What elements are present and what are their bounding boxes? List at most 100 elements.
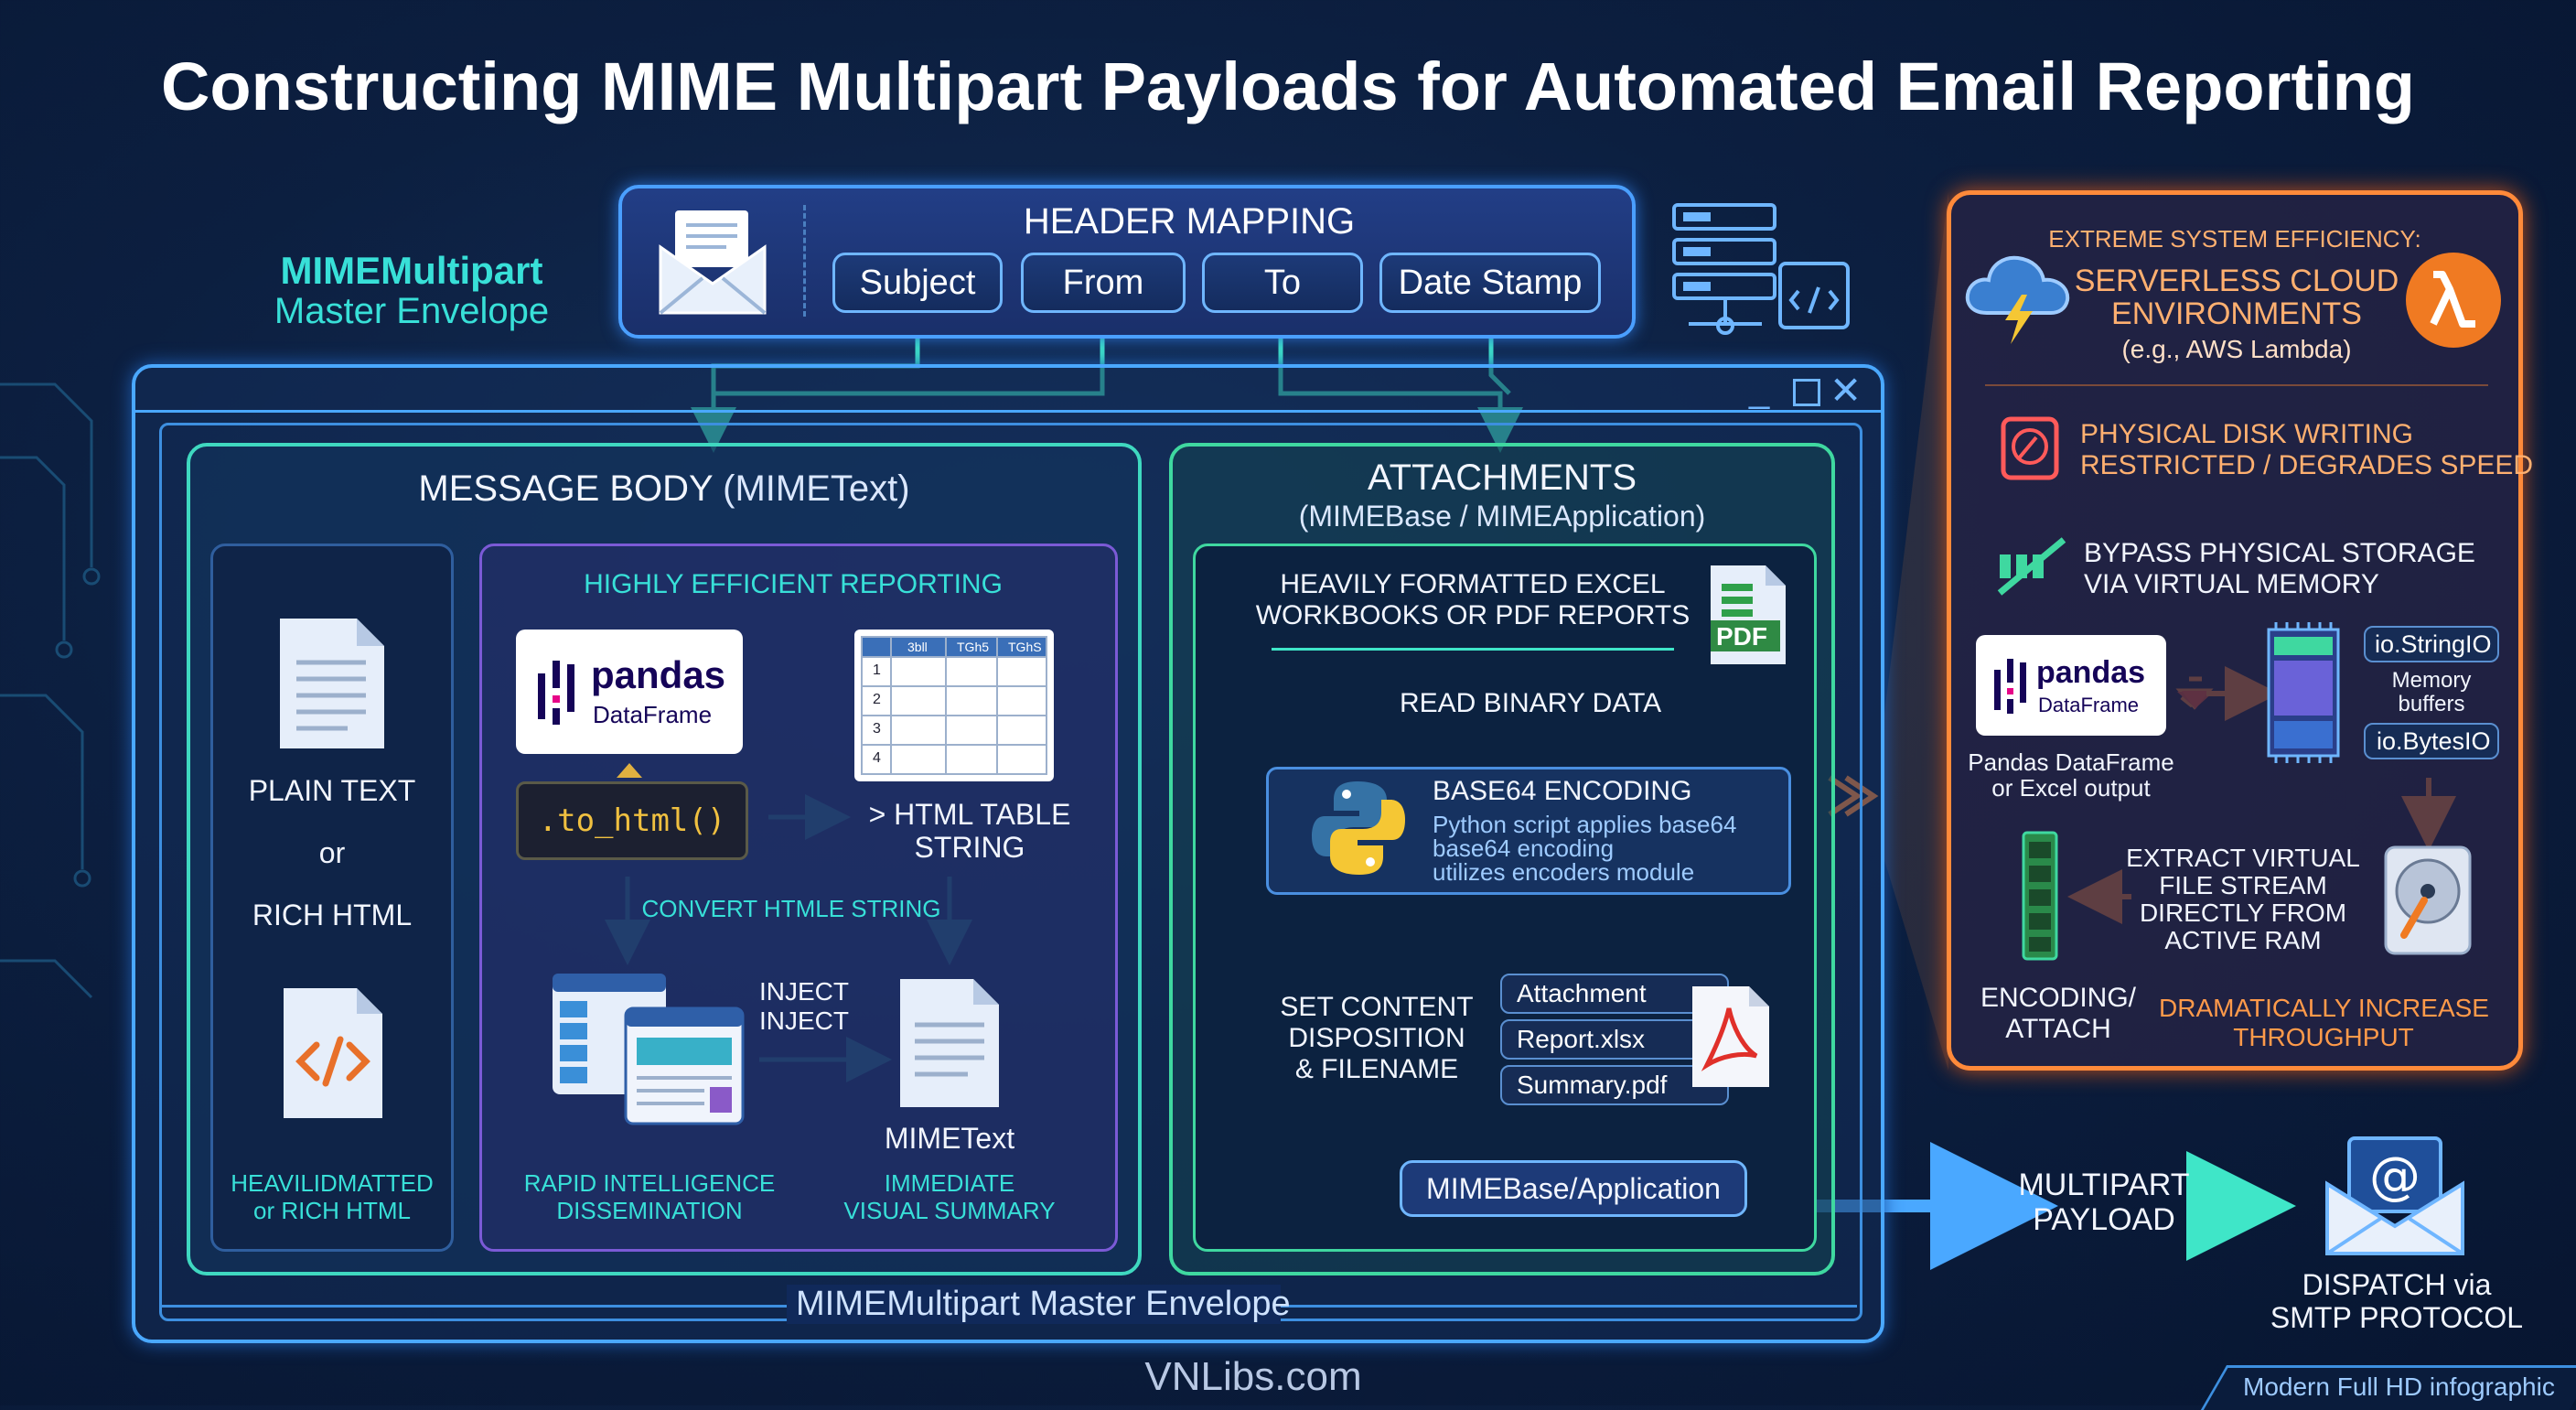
file-chip-attachment[interactable]: Attachment	[1500, 974, 1729, 1014]
mail-open-icon	[657, 205, 768, 317]
table-row-2: 2	[873, 692, 881, 707]
base64-line1: Python script applies base64	[1433, 811, 1737, 838]
site-watermark: VNLibs.com	[1144, 1354, 1362, 1399]
attachments-subtitle: (MIMEBase / MIMEApplication)	[1298, 500, 1706, 533]
base64-line3: utilizes encoders module	[1433, 858, 1695, 886]
excel-underline	[1272, 648, 1674, 651]
to-html-method-text: .to_html()	[538, 802, 726, 839]
inject-line2: INJECT	[759, 1006, 849, 1035]
encoding-attach-line2: ATTACH	[2005, 1014, 2111, 1044]
table-row-4: 4	[873, 750, 881, 766]
email-at-icon: @	[2324, 1135, 2466, 1257]
message-body-title: MESSAGE BODY (MIMEText)	[187, 468, 1142, 510]
excel-line2: WORKBOOKS OR PDF REPORTS	[1255, 600, 1690, 630]
html-table-line2: STRING	[914, 831, 1025, 864]
excel-line1: HEAVILY FORMATTED EXCEL	[1280, 569, 1666, 599]
throughput-line1: DRAMATICALLY INCREASE	[2159, 994, 2489, 1022]
base64-title: BASE64 ENCODING	[1433, 776, 1692, 806]
file-chip-summary-pdf[interactable]: Summary.pdf	[1500, 1065, 1729, 1105]
serverless-note: (e.g., AWS Lambda)	[2121, 335, 2352, 363]
extract-line4: ACTIVE RAM	[2164, 926, 2322, 954]
caption-immediate-line2: VISUAL SUMMARY	[843, 1197, 1056, 1224]
header-field-to[interactable]: To	[1202, 253, 1363, 313]
caption-immediate-line1: IMMEDIATE	[884, 1169, 1015, 1197]
file-chip-report-xlsx[interactable]: Report.xlsx	[1500, 1019, 1729, 1060]
efficiency-pandas-icon	[1994, 659, 2026, 714]
pandas-icon	[538, 661, 574, 725]
server-code-icon	[1670, 199, 1853, 337]
content-disposition-line1: SET CONTENT	[1280, 992, 1474, 1022]
caption-rapid-line1: RAPID INTELLIGENCE	[523, 1169, 776, 1197]
efficiency-heading: EXTREME SYSTEM EFFICIENCY:	[2048, 225, 2421, 253]
minimize-icon[interactable]: _	[1749, 370, 1770, 410]
close-icon[interactable]: ✕	[1830, 369, 1862, 412]
inject-line1: INJECT	[759, 977, 849, 1006]
extract-line1: EXTRACT VIRTUAL	[2126, 844, 2360, 872]
base64-line2: base64 encoding	[1433, 834, 1615, 862]
document-icon	[274, 615, 390, 752]
pandas-logo-card: pandas DataFrame	[516, 630, 743, 754]
to-html-method[interactable]: .to_html()	[516, 781, 748, 860]
footer-note: Modern Full HD infographic	[2243, 1372, 2555, 1401]
convert-label: CONVERT HTMLE STRING	[641, 895, 941, 922]
efficiency-pandas-caption-line1: Pandas DataFrame	[1968, 748, 2174, 776]
disk-icon	[2000, 415, 2060, 481]
extract-line3: DIRECTLY FROM	[2139, 899, 2347, 927]
browser-windows-icon	[549, 970, 750, 1144]
caption-rapid-line2: DISSEMINATION	[556, 1197, 743, 1224]
mimetext-document-icon	[895, 975, 1004, 1111]
envelope-label-line2: Master Envelope	[274, 291, 550, 331]
pdf-badge: PDF	[1716, 622, 1767, 651]
multipart-line2: PAYLOAD	[2033, 1202, 2175, 1237]
content-disposition-line3: & FILENAME	[1294, 1054, 1459, 1084]
efficiency-pandas-caption-line2: or Excel output	[1991, 774, 2151, 802]
acrobat-pdf-icon	[1689, 983, 1773, 1091]
rich-html-label: RICH HTML	[252, 899, 413, 931]
envelope-label-line1: MIMEMultipart	[280, 249, 543, 292]
dispatch-line1: DISPATCH via	[2302, 1268, 2492, 1301]
attachments-title: ATTACHMENTS	[1367, 457, 1637, 498]
bytesio-chip[interactable]: io.BytesIO	[2364, 723, 2499, 759]
memory-buffer-chip	[2263, 620, 2344, 765]
body-type-caption-line1: HEAVILIDMATTED	[231, 1169, 434, 1197]
header-field-subject[interactable]: Subject	[832, 253, 1003, 313]
code-connector-triangle	[617, 763, 642, 778]
memory-line1: Memory	[2391, 668, 2472, 693]
mimebase-result-box[interactable]: MIMEBase/Application	[1400, 1160, 1747, 1217]
pdf-document-icon: PDF	[1707, 562, 1789, 668]
bypass-icon	[1996, 536, 2067, 597]
ram-stick-icon	[2016, 829, 2064, 963]
reporting-title: HIGHLY EFFICIENT REPORTING	[584, 569, 1003, 599]
extract-line2: FILE STREAM	[2159, 871, 2327, 899]
multipart-line1: MULTIPART	[2018, 1168, 2190, 1202]
svg-text:@: @	[2369, 1146, 2420, 1206]
stringio-chip[interactable]: io.StringIO	[2364, 626, 2499, 662]
html-table-preview: 3bll TGh5 TGhS 1 2 3 4	[854, 630, 1054, 781]
throughput-line2: THROUGHPUT	[2233, 1023, 2414, 1051]
header-field-date-stamp[interactable]: Date Stamp	[1379, 253, 1601, 313]
pandas-subname: DataFrame	[593, 701, 713, 728]
message-body-title-bold: MESSAGE BODY	[418, 468, 714, 509]
table-header-1: 3bll	[907, 640, 928, 654]
dispatch-line2: SMTP PROTOCOL	[2270, 1301, 2524, 1334]
maximize-icon[interactable]	[1793, 379, 1820, 406]
bypass-line2: VIA VIRTUAL MEMORY	[2084, 569, 2379, 599]
mimetext-label: MIMEText	[884, 1122, 1015, 1155]
html-table-line1: > HTML TABLE	[868, 798, 1071, 831]
header-divider	[803, 205, 806, 317]
serverless-line2: ENVIRONMENTS	[2111, 296, 2362, 331]
table-row-3: 3	[873, 721, 881, 737]
efficiency-pandas-subname: DataFrame	[2038, 694, 2140, 716]
cloud-lightning-icon	[1961, 247, 2075, 348]
hard-drive-icon	[2382, 844, 2474, 957]
pandas-name: pandas	[591, 653, 726, 696]
disk-line2: RESTRICTED / DEGRADES SPEED	[2080, 450, 2534, 480]
memory-line2: buffers	[2398, 692, 2465, 716]
header-field-from[interactable]: From	[1021, 253, 1186, 313]
bypass-line1: BYPASS PHYSICAL STORAGE	[2084, 538, 2475, 568]
html-code-icon	[278, 985, 388, 1122]
plain-text-label: PLAIN TEXT	[248, 774, 416, 807]
circuit-decoration	[0, 382, 101, 999]
efficiency-pandas-name: pandas	[2036, 655, 2146, 690]
read-binary-label: READ BINARY DATA	[1390, 688, 1671, 719]
